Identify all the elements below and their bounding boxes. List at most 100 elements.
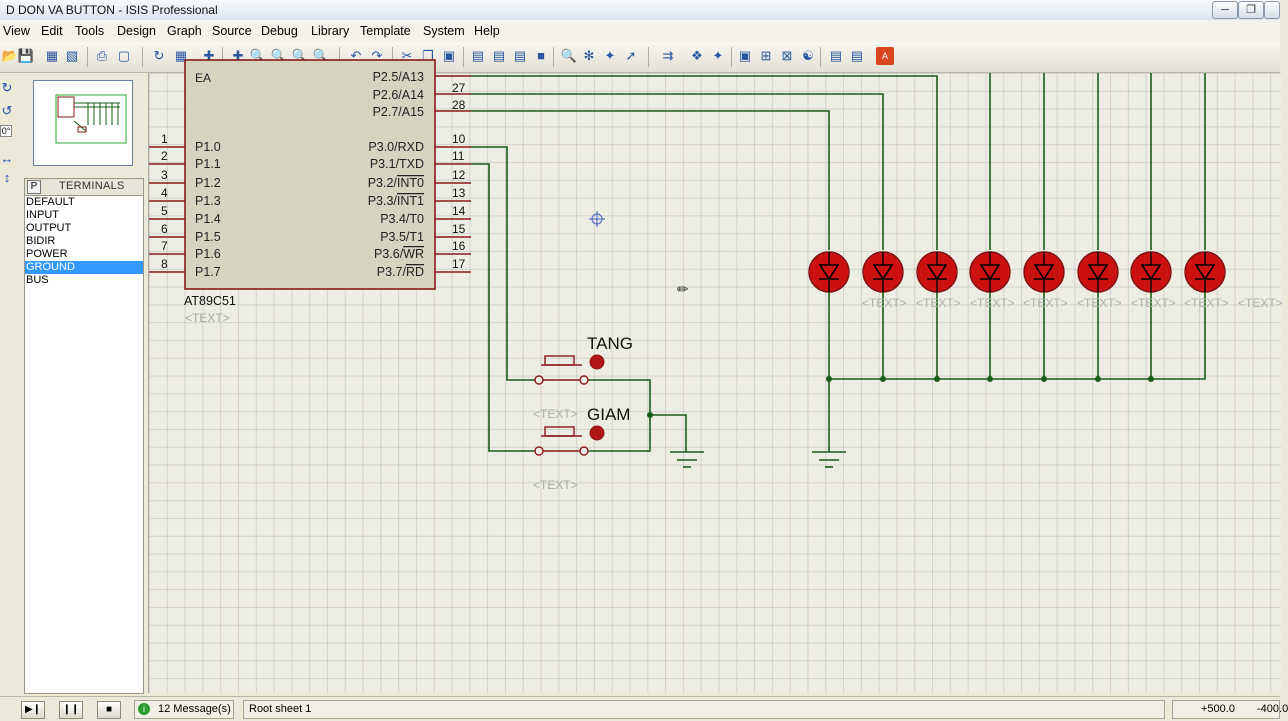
pin-number: 28: [452, 98, 466, 112]
menu-system[interactable]: System: [423, 24, 465, 38]
wire[interactable]: [471, 110, 830, 250]
wire[interactable]: [471, 93, 884, 250]
led-3[interactable]: [916, 251, 958, 293]
import-icon[interactable]: ▦: [45, 48, 59, 63]
wire[interactable]: [471, 75, 938, 250]
decompose-icon[interactable]: ➚: [625, 48, 637, 63]
rotation-angle-field[interactable]: 0°: [0, 125, 12, 137]
mcu-body[interactable]: [184, 59, 436, 290]
menu-library[interactable]: Library: [311, 24, 350, 38]
mirror-vertical-icon[interactable]: ↕: [3, 170, 11, 185]
remove-sheet-icon[interactable]: ⊠: [781, 48, 793, 63]
property-tool-icon[interactable]: ✦: [712, 48, 724, 63]
pin-name: P3.0/RXD: [368, 140, 424, 154]
close-button[interactable]: [1264, 1, 1280, 19]
pin-number: 10: [452, 132, 466, 146]
led-5[interactable]: [1023, 251, 1065, 293]
minimize-button[interactable]: ─: [1212, 1, 1238, 19]
ground-symbol[interactable]: [670, 451, 704, 468]
led-text-placeholder: <TEXT>: [1023, 296, 1068, 310]
paste-icon[interactable]: ▣: [442, 48, 456, 63]
bill-of-materials-icon[interactable]: ▤: [829, 48, 843, 63]
junctions: [647, 376, 1154, 418]
terminal-item-ground[interactable]: GROUND: [25, 261, 143, 274]
area-icon[interactable]: ▢: [117, 48, 131, 63]
packaging-icon[interactable]: ✦: [604, 48, 616, 63]
block-copy-icon[interactable]: ▤: [471, 48, 485, 63]
block-delete-icon[interactable]: ■: [537, 48, 545, 63]
electrical-check-icon[interactable]: ▤: [850, 48, 864, 63]
coord-x: +500.0: [1201, 703, 1235, 715]
open-icon[interactable]: 📂: [1, 48, 19, 63]
maximize-button[interactable]: ❐: [1238, 1, 1264, 19]
overview-window[interactable]: [33, 80, 133, 166]
ares-icon[interactable]: A: [876, 47, 894, 65]
wire[interactable]: [471, 146, 539, 381]
block-rotate-icon[interactable]: ▤: [513, 48, 527, 63]
menu-source[interactable]: Source: [212, 24, 252, 38]
search-tag-icon[interactable]: ❖: [691, 48, 703, 63]
stop-icon: ■: [105, 704, 113, 715]
cut-icon[interactable]: ✂: [401, 48, 413, 63]
pause-button[interactable]: ❙❙: [59, 701, 83, 719]
refresh-icon[interactable]: ↻: [153, 48, 165, 63]
menu-help[interactable]: Help: [474, 24, 500, 38]
menu-template[interactable]: Template: [360, 24, 411, 38]
led-text-placeholder: <TEXT>: [862, 296, 907, 310]
led-7[interactable]: [1130, 251, 1172, 293]
stop-button[interactable]: ■: [97, 701, 121, 719]
button-giam[interactable]: [534, 425, 605, 456]
goto-sheet-icon[interactable]: ☯: [802, 48, 814, 63]
menu-design[interactable]: Design: [117, 24, 156, 38]
menu-edit[interactable]: Edit: [41, 24, 63, 38]
terminal-item-power[interactable]: POWER: [26, 248, 68, 260]
menu-debug[interactable]: Debug: [261, 24, 298, 38]
terminal-item-input[interactable]: INPUT: [26, 209, 59, 221]
wire[interactable]: [828, 290, 1206, 380]
led-4[interactable]: [969, 251, 1011, 293]
grid-icon[interactable]: ▦: [174, 48, 188, 63]
pick-device-icon[interactable]: 🔍: [560, 48, 578, 63]
wire-autorouter-icon[interactable]: ⇉: [662, 48, 674, 63]
copy-icon[interactable]: ❐: [422, 48, 434, 63]
add-sheet-icon[interactable]: ⊞: [760, 48, 772, 63]
pick-mode-button[interactable]: P: [27, 180, 41, 194]
terminal-item-bidir[interactable]: BIDIR: [26, 235, 56, 247]
play-button[interactable]: ▶❙: [21, 701, 45, 719]
save-icon[interactable]: 💾: [17, 48, 35, 63]
toolbar-separator: [87, 47, 88, 67]
origin-icon[interactable]: ✚: [203, 48, 215, 63]
undo-icon[interactable]: ↶: [350, 48, 362, 63]
led-6[interactable]: [1077, 251, 1119, 293]
wire[interactable]: [650, 414, 687, 452]
export-icon[interactable]: ▧: [65, 48, 79, 63]
ground-symbol[interactable]: [812, 451, 846, 468]
rotate-ccw-icon[interactable]: ↺: [1, 103, 13, 118]
terminal-item-bus[interactable]: BUS: [26, 274, 49, 286]
terminal-item-default[interactable]: DEFAULT: [26, 196, 75, 208]
led-1[interactable]: [808, 251, 850, 293]
led-8[interactable]: [1184, 251, 1226, 293]
button-tang[interactable]: [534, 354, 605, 385]
block-move-icon[interactable]: ▤: [492, 48, 506, 63]
pin-name: P3.4/T0: [380, 212, 424, 226]
terminal-item-output[interactable]: OUTPUT: [26, 222, 72, 234]
pin-number: 15: [452, 222, 466, 236]
led-2[interactable]: [862, 251, 904, 293]
pin-name: P3.1/TXD: [370, 157, 424, 171]
pan-icon[interactable]: ✚: [232, 48, 244, 63]
menu-view[interactable]: View: [3, 24, 30, 38]
pin-number: 8: [161, 257, 168, 271]
redo-icon[interactable]: ↷: [371, 48, 383, 63]
mirror-horizontal-icon[interactable]: ↔: [0, 151, 14, 166]
rotate-cw-icon[interactable]: ↻: [1, 80, 13, 95]
print-icon[interactable]: ⎙: [96, 48, 108, 63]
pin-name: P3.7/RD: [377, 265, 424, 279]
menu-graph[interactable]: Graph: [167, 24, 202, 38]
new-sheet-icon[interactable]: ▣: [738, 48, 752, 63]
menu-tools[interactable]: Tools: [75, 24, 105, 38]
wire[interactable]: [471, 163, 539, 452]
messages-panel[interactable]: i 12 Message(s): [134, 700, 234, 719]
make-device-icon[interactable]: ✻: [583, 48, 595, 63]
